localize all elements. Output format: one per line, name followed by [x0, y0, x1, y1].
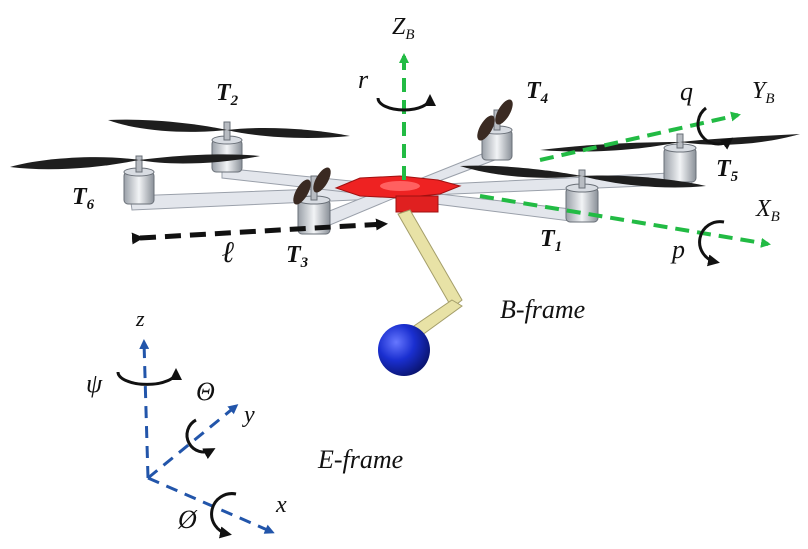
label-arm-length: ℓ — [222, 236, 235, 269]
label-e-frame: E-frame — [317, 445, 403, 474]
propeller-t3 — [293, 167, 331, 205]
label-theta: Θ — [196, 377, 215, 406]
propeller-t2 — [108, 119, 350, 138]
manipulator-arm — [397, 209, 463, 339]
rotation-arrows-earth — [116, 368, 237, 539]
label-t1: T1 — [540, 226, 562, 255]
rotation-r — [376, 94, 436, 112]
label-r: r — [358, 65, 369, 94]
label-t3: T3 — [286, 242, 309, 271]
rotation-phi — [210, 492, 237, 539]
label-y: y — [242, 402, 255, 428]
body-axes — [399, 53, 771, 248]
motor-t5 — [663, 133, 697, 183]
label-t2: T2 — [216, 80, 239, 109]
earth-axes — [139, 339, 275, 534]
axis-y — [147, 404, 239, 480]
label-yb: YB — [752, 78, 775, 107]
label-q: q — [680, 77, 693, 106]
motor-t6 — [123, 155, 155, 205]
label-z: z — [135, 306, 145, 331]
payload-ball — [378, 324, 430, 376]
rotation-p — [698, 220, 725, 267]
propeller-t1 — [460, 165, 706, 188]
label-b-frame: B-frame — [500, 295, 585, 324]
central-hub — [334, 175, 462, 213]
label-zb: ZB — [392, 14, 415, 43]
rotation-theta — [185, 418, 216, 460]
label-xb: XB — [755, 196, 780, 225]
propellers — [10, 99, 800, 205]
propeller-t4 — [477, 99, 513, 141]
axis-xb — [479, 194, 771, 248]
label-x: x — [275, 492, 287, 518]
label-t4: T4 — [526, 78, 549, 107]
label-p: p — [670, 235, 685, 264]
rotation-q — [696, 106, 734, 150]
label-phi: Ø — [177, 505, 198, 534]
rotation-arrows-body — [376, 94, 734, 267]
propeller-t6 — [10, 154, 260, 170]
rotation-psi — [116, 368, 182, 386]
axis-z — [139, 339, 150, 479]
arm-length-arrow — [131, 218, 388, 245]
label-t6: T6 — [72, 184, 95, 213]
label-t5: T5 — [716, 156, 739, 185]
axis-x — [147, 476, 275, 534]
label-psi: ψ — [86, 369, 103, 398]
axis-yb — [539, 111, 741, 162]
